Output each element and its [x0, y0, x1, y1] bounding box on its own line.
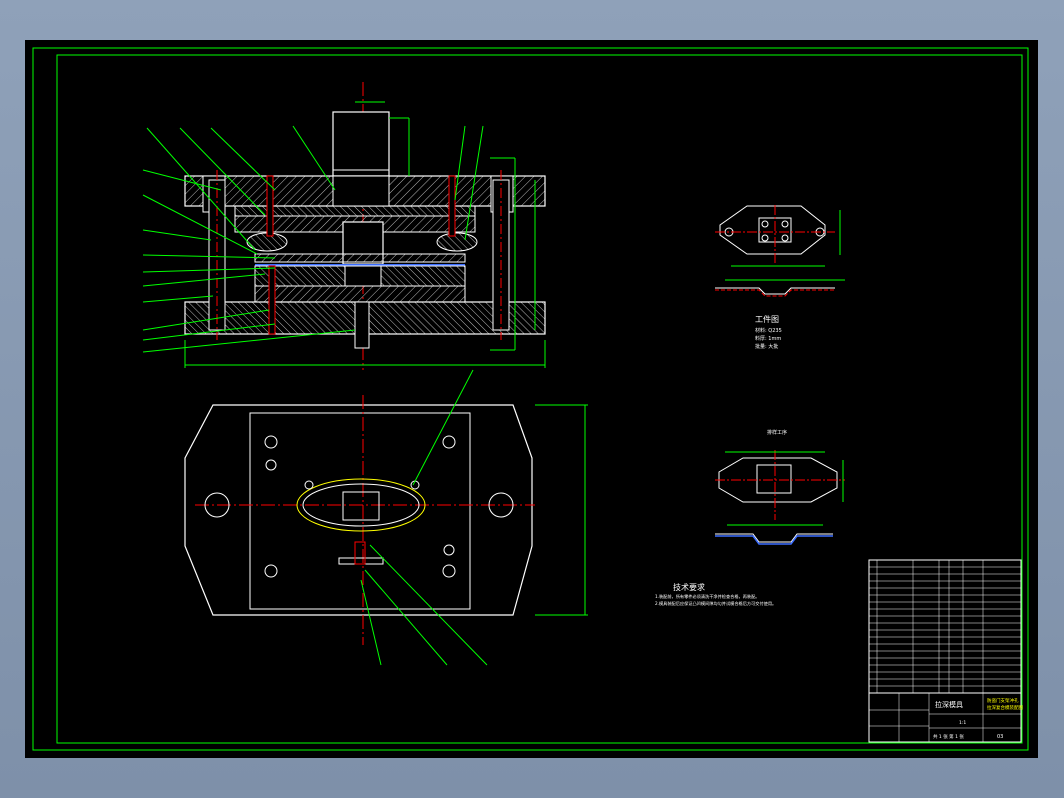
cad-viewport[interactable]: 工件图 材料: Q235 料厚: 1mm 批量: 大批 排样工序 技术要求 1.…: [25, 40, 1038, 758]
title-part-line1: 防盗门支架冲孔: [987, 697, 1019, 704]
plan-view: [184, 369, 588, 666]
workpiece-note-material: 材料: Q235: [755, 327, 782, 334]
tech-req-item-1: 1.装配前，所有零件必须清洗干净并检查合格，再装配。: [655, 593, 760, 600]
title-drawing-number: 03: [997, 734, 1003, 740]
tech-req-item-2: 2.模具装配后应保证凸凹模间隙均匀并试模合格后方可交付使用。: [655, 600, 776, 607]
workpiece-view: [715, 205, 845, 297]
title-scale: 1:1: [959, 720, 966, 726]
inner-border: [56, 54, 1023, 744]
title-drawing-name: 拉深模具: [935, 700, 963, 709]
workpiece-heading: 工件图: [755, 314, 779, 324]
workpiece-note-batch: 批量: 大批: [755, 343, 778, 350]
parts-list: [868, 559, 1022, 694]
tech-req-heading: 技术要求: [673, 582, 705, 592]
title-part-line2: 拉深复合模装配图: [987, 704, 1023, 711]
drawing-canvas: 工件图 材料: Q235 料厚: 1mm 批量: 大批 排样工序 技术要求 1.…: [32, 47, 1029, 751]
workpiece-note-thickness: 料厚: 1mm: [755, 335, 781, 342]
outer-border: [32, 47, 1029, 751]
blank-view: [715, 450, 845, 545]
blank-view-heading: 排样工序: [767, 429, 787, 436]
title-sheet: 共 1 张 第 1 张: [933, 733, 964, 740]
front-section-view: [142, 82, 546, 370]
title-block: [868, 692, 1022, 743]
